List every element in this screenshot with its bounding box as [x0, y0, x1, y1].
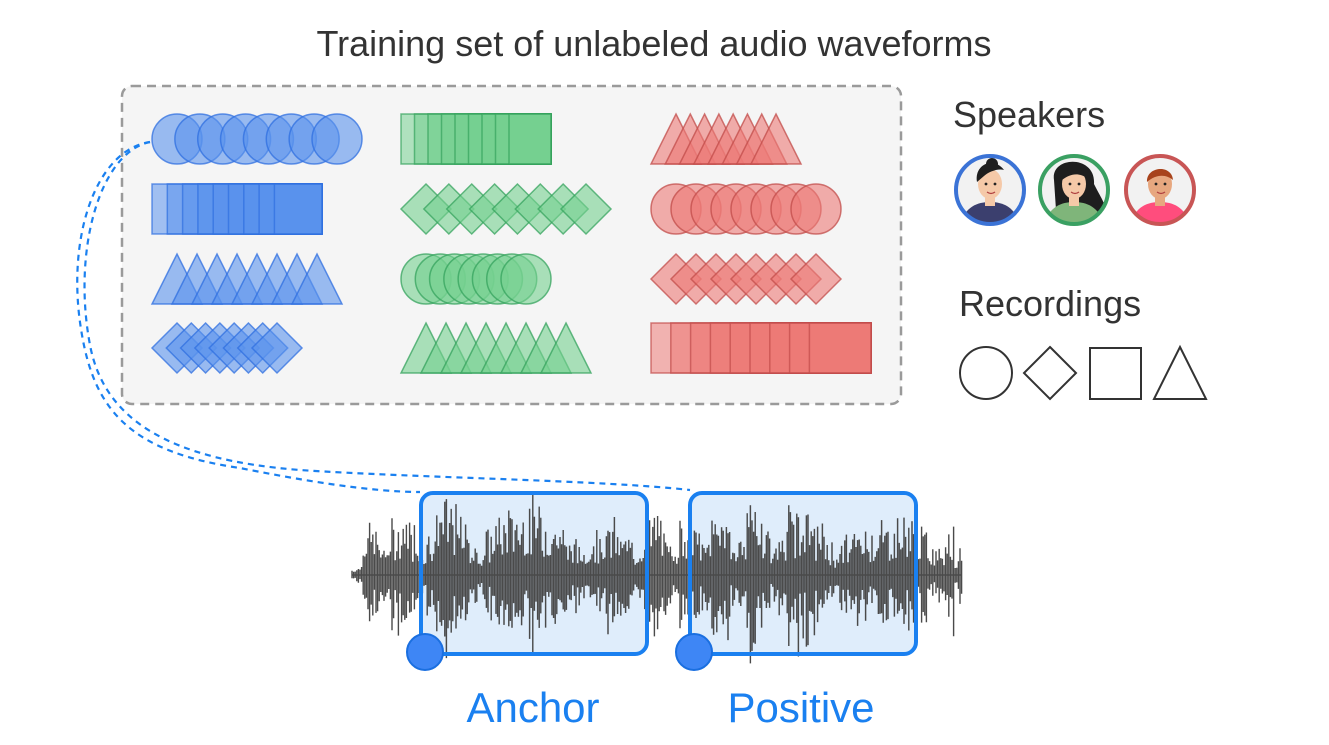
triangle-mark — [290, 252, 344, 305]
anchor-window-waveform — [423, 495, 645, 652]
green-triangle-recording — [399, 321, 593, 374]
anchor-label: Anchor — [466, 684, 599, 731]
recordings-heading: Recordings — [959, 283, 1141, 324]
red-diamond-recording — [649, 252, 843, 306]
green-circle-recording — [400, 253, 552, 305]
circle-icon — [959, 346, 1013, 400]
diamond-mark — [559, 182, 613, 236]
circle-mark — [311, 113, 363, 165]
recording-shape-legend — [959, 344, 1208, 401]
square-mark — [273, 183, 323, 235]
positive-window-waveform — [692, 505, 914, 652]
square-icon — [1089, 347, 1142, 400]
recording-rows — [150, 112, 872, 375]
anchor-connector — [76, 140, 421, 494]
square-mark — [508, 113, 552, 165]
blue-diamond-recording — [150, 321, 304, 375]
positive-label: Positive — [727, 684, 874, 731]
speaker-blue-avatar — [954, 154, 1026, 226]
triangle-mark — [539, 321, 593, 374]
positive-connector — [83, 140, 691, 492]
diamond-icon — [1022, 345, 1078, 401]
circle-mark — [500, 253, 552, 305]
triangle-icon — [1152, 344, 1208, 400]
audio-waveform-inside — [423, 495, 914, 652]
speaker-avatars — [954, 154, 1196, 226]
red-triangle-recording — [649, 112, 803, 165]
blue-square-recording — [151, 183, 323, 235]
square-mark — [808, 322, 872, 374]
green-square-recording — [400, 113, 552, 165]
diamond-mark — [789, 252, 843, 306]
blue-triangle-recording — [150, 252, 344, 305]
diagram-title: Training set of unlabeled audio waveform… — [316, 23, 991, 64]
blue-circle-recording — [151, 113, 363, 165]
diamond-mark — [250, 321, 304, 375]
speaker-red-avatar — [1124, 154, 1196, 226]
anchor-handle[interactable] — [406, 633, 444, 671]
speakers-heading: Speakers — [953, 94, 1105, 135]
red-circle-recording — [650, 183, 842, 235]
positive-handle[interactable] — [675, 633, 713, 671]
speaker-green-avatar — [1038, 154, 1110, 226]
green-diamond-recording — [399, 182, 613, 236]
circle-mark — [790, 183, 842, 235]
red-square-recording — [650, 322, 872, 374]
triangle-mark — [749, 112, 803, 165]
